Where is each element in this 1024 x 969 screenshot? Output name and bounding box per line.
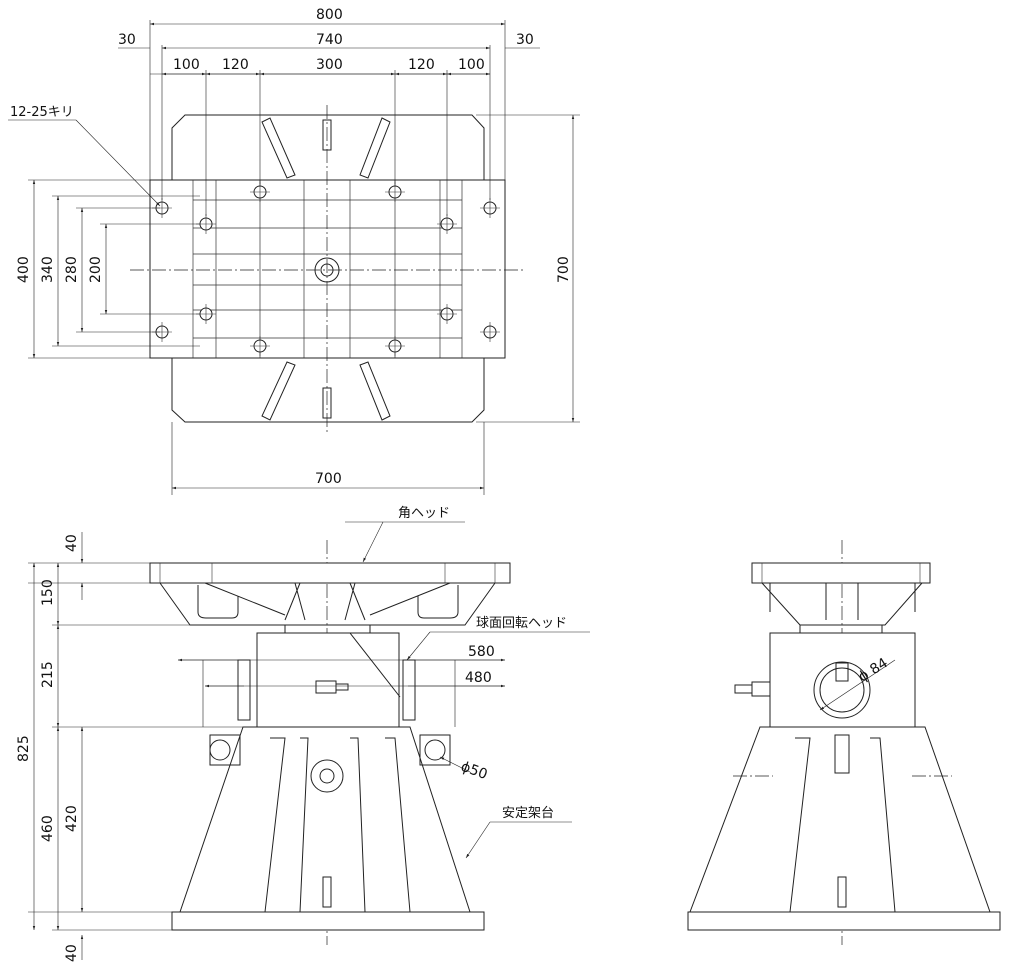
head-plate-ribs: [192, 180, 463, 358]
front-view: 580 480 ϕ50 角ヘッド 球面回転ヘッド 安定架台: [16, 506, 590, 962]
side-head-plate: [751, 562, 931, 584]
dim-120-right: 120: [408, 57, 435, 73]
dim-215: 215: [40, 661, 56, 688]
dim-480: 480: [465, 670, 492, 686]
side-view: ϕ 84: [687, 540, 1001, 945]
hole-label: 12-25キリ: [10, 105, 74, 120]
dim-740: 740: [316, 32, 343, 48]
dim-100-right: 100: [458, 57, 485, 73]
top-extension-lines: [149, 20, 506, 216]
dim-825: 825: [16, 735, 32, 762]
front-head-plate: [149, 562, 511, 584]
dim-120-left: 120: [222, 57, 249, 73]
dim-200: 200: [88, 256, 104, 283]
dim-460: 460: [40, 815, 56, 842]
dim-340: 340: [40, 256, 56, 283]
dim-30-left: 30: [118, 32, 136, 48]
dim-800: 800: [316, 7, 343, 23]
label-stable-stand: 安定架台: [502, 806, 554, 821]
dim-100-left: 100: [173, 57, 200, 73]
gussets: [261, 117, 391, 421]
cylinder-body: [256, 632, 400, 728]
dim-280: 280: [64, 256, 80, 283]
dim-150: 150: [40, 579, 56, 606]
dim-30-right: 30: [516, 32, 534, 48]
stable-stand-side: [689, 726, 991, 913]
top-view: 800 740 30 30 100 120 300 120 100 12-25キ…: [8, 7, 580, 495]
dim-40-bottom: 40: [64, 944, 80, 962]
dim-700-width: 700: [315, 471, 342, 487]
bolt-holes: [152, 182, 500, 356]
side-cylinder-body: [769, 632, 916, 728]
dim-420: 420: [64, 805, 80, 832]
label-square-head: 角ヘッド: [398, 506, 450, 521]
side-base-plate: [687, 911, 1001, 931]
dim-40-top: 40: [64, 534, 80, 552]
dim-580: 580: [468, 644, 495, 660]
label-spherical-head: 球面回転ヘッド: [476, 616, 567, 631]
dim-700-height: 700: [556, 256, 572, 283]
front-base-plate: [171, 911, 485, 931]
dim-phi50: ϕ50: [459, 759, 490, 783]
dim-400: 400: [16, 256, 32, 283]
dim-300: 300: [316, 57, 343, 73]
